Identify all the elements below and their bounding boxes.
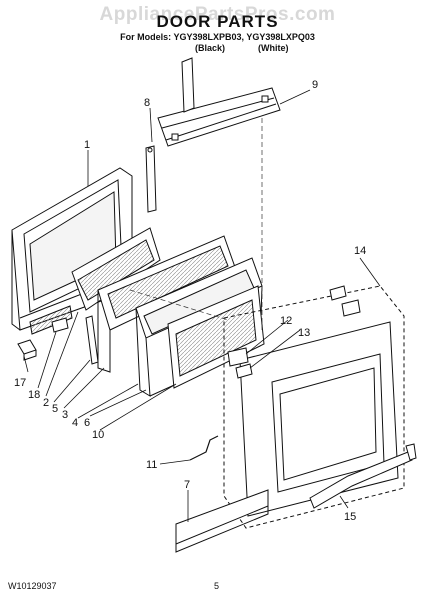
color-black-label: (Black) [195, 43, 226, 53]
part-hinge-spring [189, 435, 219, 461]
part-inner-glass [167, 285, 265, 389]
callout-15: 15 [344, 511, 356, 523]
assembly-guide-lines [129, 118, 263, 330]
callout-17: 17 [14, 377, 26, 389]
callout-14: 14 [354, 245, 366, 257]
callout-4: 4 [72, 417, 78, 429]
model-list: For Models: YGY398LXPB03, YGY398LXPQ03 [120, 32, 315, 42]
callout-10: 10 [92, 429, 104, 441]
callout-3: 3 [62, 409, 68, 421]
part-inner-door-liner [223, 285, 405, 529]
callout-6: 6 [84, 417, 90, 429]
part-glass-support [85, 315, 99, 365]
callout-13: 13 [298, 327, 310, 339]
watermark: AppliancePartsPros.com [99, 4, 336, 25]
callout-9: 9 [312, 79, 318, 91]
callout-1: 1 [84, 139, 90, 151]
callout-2: 2 [43, 397, 49, 409]
page-title: DOOR PARTS [156, 12, 279, 31]
part-outer-glass [71, 227, 161, 311]
part-door-trim [175, 489, 269, 553]
callout-labels: 1 2 3 4 5 6 7 8 9 10 11 12 13 14 15 17 1… [14, 79, 366, 523]
part-door-vent-bracket [157, 57, 281, 147]
callout-8: 8 [144, 97, 150, 109]
page-number: 5 [214, 581, 220, 591]
callout-7: 7 [184, 479, 190, 491]
part-hinge-rod [145, 145, 157, 213]
color-white-label: (White) [258, 43, 289, 53]
part-small-bracket [17, 339, 37, 361]
callout-11: 11 [146, 459, 157, 471]
part-door-handle [309, 443, 417, 509]
document-number: W10129037 [8, 581, 57, 591]
callout-5: 5 [52, 403, 58, 415]
part-hinge-receptacle [227, 285, 361, 379]
callout-leaders [23, 89, 381, 522]
callout-12: 12 [280, 315, 292, 327]
part-door-clip [51, 317, 69, 333]
callout-18: 18 [28, 389, 40, 401]
